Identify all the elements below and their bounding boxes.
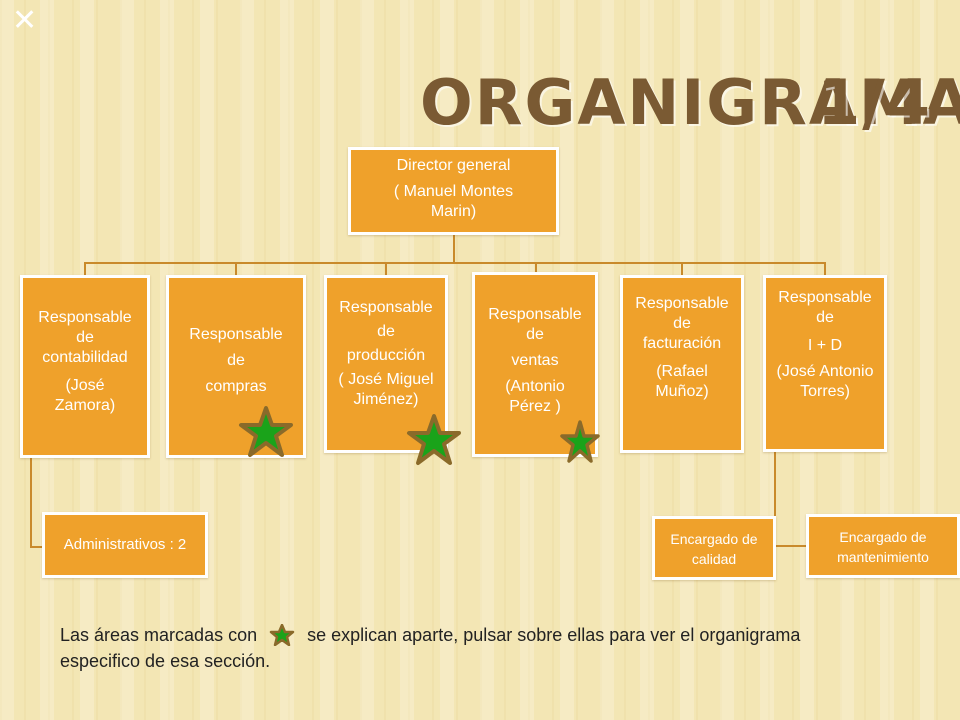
note-text-before: Las áreas marcadas con <box>60 625 258 645</box>
connector-calidad-mantenimiento <box>775 545 809 547</box>
connector-admin-horizontal <box>30 546 44 548</box>
connector-id-vertical <box>774 450 776 545</box>
compras-role-3: compras <box>205 378 267 395</box>
box-contabilidad[interactable]: Responsable de contabilidad (José Zamora… <box>20 275 150 458</box>
calidad-line-2: calidad <box>691 551 737 567</box>
id-role-1: Responsable <box>778 289 872 306</box>
connector-director-down <box>453 233 455 263</box>
produccion-name-1: ( José Miguel <box>338 371 434 388</box>
produccion-name-2: Jiménez) <box>353 391 419 408</box>
ventas-role-1: Responsable <box>488 306 582 323</box>
facturacion-name-1: (Rafael <box>656 363 708 380</box>
compras-role-1: Responsable <box>189 326 283 343</box>
contabilidad-role-3: contabilidad <box>42 349 128 366</box>
box-director-general[interactable]: Director general ( Manuel Montes Marin) <box>348 147 559 235</box>
box-compras[interactable]: Responsable de compras <box>166 275 306 458</box>
note-text-after: se explican aparte, pulsar sobre ellas p… <box>60 625 801 671</box>
director-name-1: ( Manuel Montes <box>393 183 514 200</box>
ventas-name-1: (Antonio <box>505 378 565 395</box>
id-role-2: de <box>816 309 834 326</box>
director-title: Director general <box>396 157 511 174</box>
connector-top-bar <box>84 262 826 264</box>
box-facturacion[interactable]: Responsable de facturación (Rafael Muñoz… <box>620 275 744 453</box>
slide-title: ORGANIGRAMA 1/4 <box>420 60 960 140</box>
ventas-role-3: ventas <box>511 352 559 369</box>
id-name-2: Torres) <box>800 383 850 400</box>
connector-produccion <box>385 262 387 276</box>
green-star-icon[interactable] <box>238 406 294 458</box>
contabilidad-role-1: Responsable <box>38 309 132 326</box>
box-id[interactable]: Responsable de I + D (José Antonio Torre… <box>763 275 887 452</box>
mantenimiento-line-2: mantenimiento <box>837 549 929 565</box>
contabilidad-name-1: (José <box>65 377 105 394</box>
connector-contabilidad <box>84 262 86 276</box>
id-name-1: (José Antonio <box>776 363 874 380</box>
contabilidad-name-2: Zamora) <box>54 397 116 414</box>
green-star-icon[interactable] <box>406 414 462 466</box>
mantenimiento-line-1: Encargado de <box>839 529 927 545</box>
page-indicator: 1/4 <box>817 66 932 139</box>
id-role-3: I + D <box>807 337 843 354</box>
green-star-icon[interactable] <box>560 420 600 464</box>
connector-facturacion <box>681 262 683 276</box>
connector-compras <box>235 262 237 276</box>
connector-ventas <box>535 262 537 274</box>
box-mantenimiento[interactable]: Encargado de mantenimiento <box>806 514 960 578</box>
ventas-role-2: de <box>526 326 544 343</box>
facturacion-role-2: de <box>673 315 691 332</box>
facturacion-name-2: Muñoz) <box>655 383 709 400</box>
ventas-name-2: Pérez ) <box>509 398 561 415</box>
green-star-icon <box>269 624 295 646</box>
administrativos-label: Administrativos : 2 <box>63 536 187 553</box>
box-administrativos[interactable]: Administrativos : 2 <box>42 512 208 578</box>
facturacion-role-3: facturación <box>642 335 722 352</box>
x-mark-icon: ✕ <box>12 3 38 38</box>
title-text: ORGANIGRAMA <box>420 66 960 139</box>
connector-id <box>824 262 826 276</box>
compras-role-2: de <box>227 352 245 369</box>
produccion-role-2: de <box>377 323 395 340</box>
calidad-line-1: Encargado de <box>670 531 758 547</box>
contabilidad-role-2: de <box>76 329 94 346</box>
produccion-role-1: Responsable <box>339 299 433 316</box>
box-produccion[interactable]: Responsable de producción ( José Miguel … <box>324 275 448 453</box>
box-calidad[interactable]: Encargado de calidad <box>652 516 776 580</box>
facturacion-role-1: Responsable <box>635 295 729 312</box>
director-name-2: Marin) <box>430 203 477 220</box>
connector-admin-vertical <box>30 457 32 547</box>
produccion-role-3: producción <box>346 347 426 364</box>
